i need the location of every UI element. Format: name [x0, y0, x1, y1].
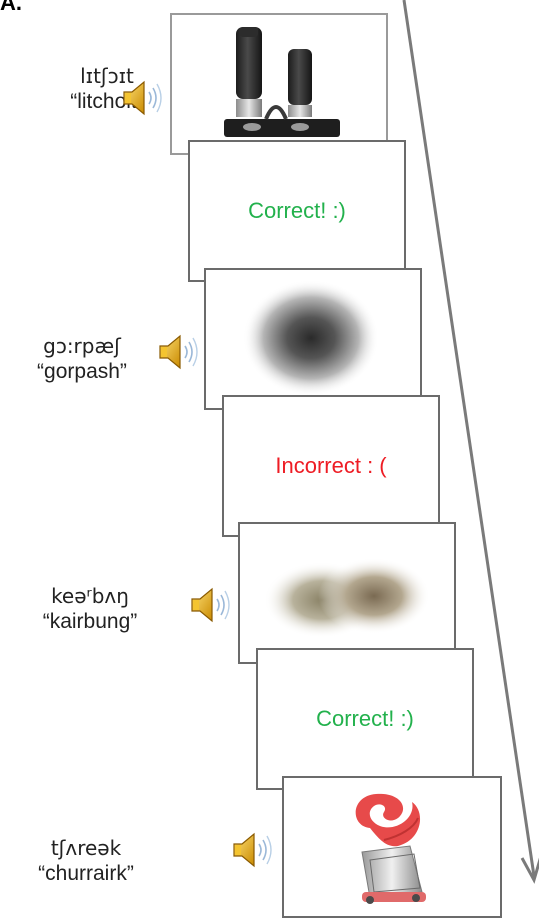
speaker-icon [159, 334, 198, 370]
trial-4-word: tʃʌreək “churrairk” [6, 836, 166, 886]
panel-label: A. [0, 0, 22, 15]
trial-4-spelling: “churrairk” [38, 862, 134, 885]
stimulus-frame-3 [238, 522, 456, 664]
trial-2-word: gɔ:rpæʃ “gorpash” [12, 334, 152, 384]
trial-2-spelling: “gorpash” [37, 360, 127, 383]
speaker-icon [123, 80, 162, 116]
blurred-dark-blob-image [243, 280, 379, 396]
feedback-correct-text: Correct! :) [316, 706, 414, 731]
stimulus-frame-4 [282, 776, 502, 918]
red-clip-object-image [355, 793, 426, 904]
stimulus-frame-1 [170, 13, 388, 155]
trial-4-ipa: tʃʌreək [50, 836, 122, 860]
feedback-incorrect-text: Incorrect : ( [275, 453, 387, 478]
speaker-icon [233, 832, 272, 868]
blurred-object-image [264, 558, 430, 638]
trial-1-word: lɪtʃɔɪt “litchoit” [52, 64, 162, 114]
feedback-frame-3: Correct! :) [256, 648, 474, 790]
trial-1-ipa: lɪtʃɔɪt [80, 64, 134, 88]
coffee-grinder-image [224, 27, 340, 137]
trial-3-word: keəʳbʌŋ “kairbung” [20, 584, 160, 634]
feedback-correct-text: Correct! :) [248, 198, 346, 223]
feedback-frame-2: Incorrect : ( [222, 395, 440, 537]
trial-3-ipa: keəʳbʌŋ [51, 584, 129, 608]
trial-3-spelling: “kairbung” [42, 610, 138, 633]
speaker-icon [191, 587, 230, 623]
trial-2-ipa: gɔ:rpæʃ [43, 334, 121, 358]
stimulus-frame-2 [204, 268, 422, 410]
feedback-frame-1: Correct! :) [188, 140, 406, 282]
